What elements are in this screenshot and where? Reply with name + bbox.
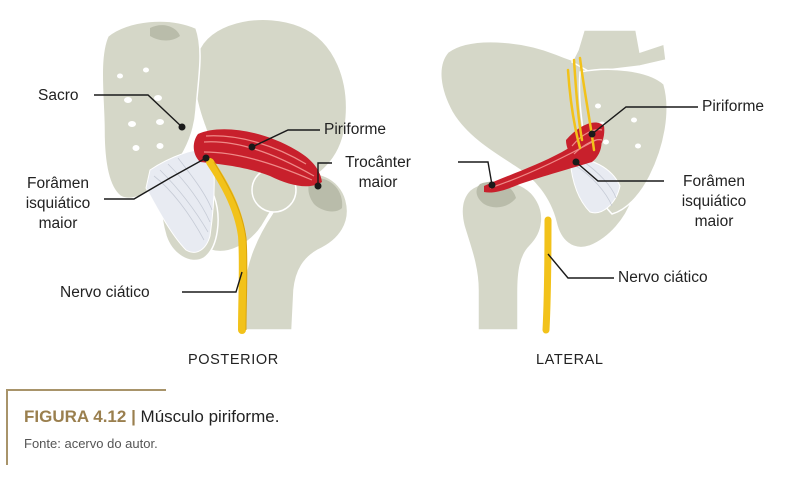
label-piriformis-posterior: Piriforme [324,121,387,138]
posterior-femur [239,172,349,331]
label-greater-sciatic-foramen-posterior: Forâmen isquiático maior [8,174,108,234]
posterior-ligament-fibers [153,157,213,241]
label-sciatic-nerve-posterior: Nervo ciático [60,284,150,301]
posterior-sacral-foramina [117,67,164,151]
posterior-piriformis-muscle [193,129,322,187]
label-sacrum: Sacro [38,87,79,104]
label-piriformis-lateral: Piriforme [702,98,765,115]
label-greater-trochanter: Trocânter maior [336,153,420,193]
view-label-posterior: POSTERIOR [188,352,279,368]
caption-figure-title: Músculo piriforme. [135,407,280,426]
label-greater-trochanter-line2: maior [358,174,398,191]
lateral-sacrotuberous-ligament [569,158,621,214]
lateral-sciatic-nerve-branches [566,56,596,152]
posterior-piriformis-fibers [203,135,315,181]
caption-frame [6,389,166,465]
label-foramen-lateral-line1: Forâmen [682,173,746,190]
label-foramen-posterior-line2: isquiático [25,195,91,212]
lateral-femur [461,180,543,331]
label-greater-sciatic-foramen-lateral: Forâmen isquiático maior [664,172,764,232]
caption-figure-number: FIGURA 4.12 | [24,407,136,426]
label-sciatic-nerve-lateral: Nervo ciático [618,269,708,286]
caption-title: FIGURA 4.12 | Músculo piriforme. [24,407,279,427]
label-foramen-lateral-line2: isquiático [681,193,747,210]
lateral-sacrum-top [571,29,667,73]
view-label-lateral: LATERAL [536,352,604,368]
lateral-sciatic-nerve [542,216,552,334]
label-greater-trochanter-line1: Trocânter [345,154,411,171]
leader-lines [94,94,698,293]
label-foramen-posterior-line3: maior [38,215,78,232]
posterior-view-drawing [101,18,349,334]
lateral-view-drawing [440,29,668,334]
lateral-ligament-fibers [575,161,617,207]
lateral-piriformis-fibers [489,129,603,189]
leader-dots [178,123,596,190]
posterior-sacral-crest [150,25,180,41]
posterior-sciatic-nerve [206,158,247,334]
caption-source: Fonte: acervo do autor. [24,436,158,451]
label-foramen-lateral-line3: maior [694,213,734,230]
label-foramen-posterior-line1: Forâmen [26,175,90,192]
